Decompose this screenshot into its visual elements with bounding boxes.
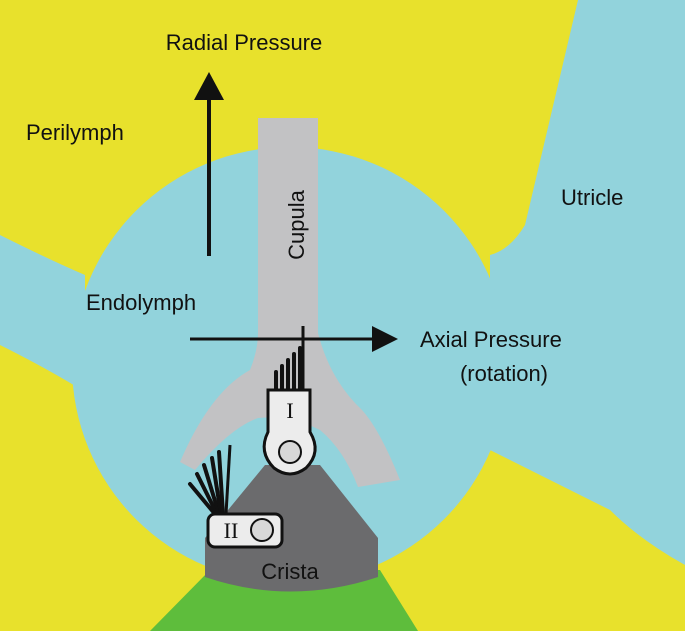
axial-pressure-label: Axial Pressure (420, 327, 562, 352)
arrow-right-icon (190, 326, 398, 352)
radial-pressure-label: Radial Pressure (166, 30, 323, 55)
perilymph-label: Perilymph (26, 120, 124, 145)
nerve-fibers (150, 570, 418, 631)
arrow-up-icon (194, 72, 224, 256)
hair-cell-type1 (262, 388, 317, 476)
hair-cell-type2-nucleus (250, 518, 274, 542)
utricle-label: Utricle (561, 185, 623, 210)
hair-bundle-type2 (188, 450, 225, 516)
utricle-region (490, 0, 685, 565)
kinocilium-type2 (224, 444, 232, 515)
hair-bundle-type1 (274, 346, 302, 392)
axial-pressure-sublabel: (rotation) (460, 361, 548, 386)
cupula (180, 118, 400, 487)
cupula-label: Cupula (284, 189, 309, 259)
semicircular-duct (0, 235, 85, 392)
crista-label: Crista (261, 559, 319, 584)
endolymph-label: Endolymph (86, 290, 196, 315)
crista (205, 465, 378, 592)
hair-cell-type2-label: II (224, 518, 239, 543)
hair-cell-type1-label: I (286, 398, 293, 423)
hair-cell-type1-nucleus (278, 440, 302, 464)
